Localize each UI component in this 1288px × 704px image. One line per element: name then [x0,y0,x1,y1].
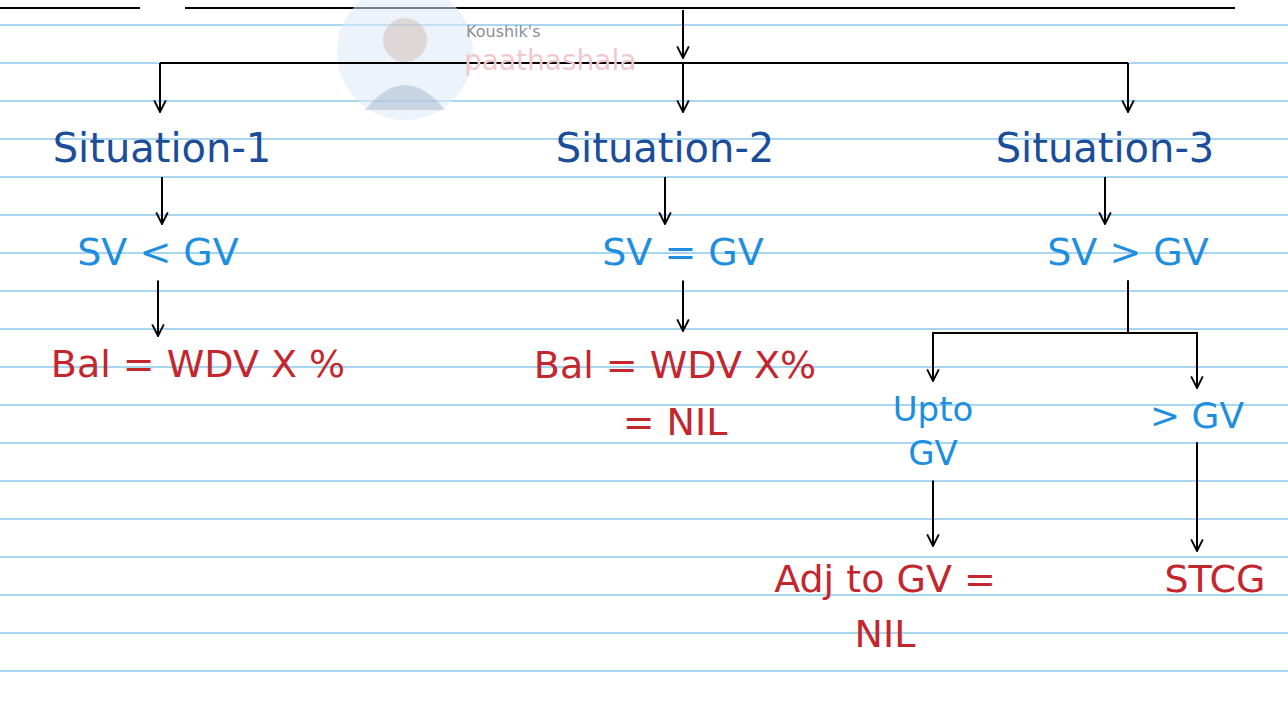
situation-heading: Situation-3 [992,122,1219,174]
watermark-avatar [383,18,427,62]
arrow-connector [1104,177,1106,224]
node-text: SV > GV [1047,230,1209,274]
node-text: Upto GV [893,389,974,473]
result-text: Bal = WDV X% = NIL [525,335,825,453]
result-text: STCG [1160,555,1269,605]
arrow-connector [1128,281,1197,388]
split-arrow [159,63,161,112]
node-text: STCG [1164,557,1265,601]
arrow-connector [933,281,1128,381]
node-text: Bal = WDV X% = NIL [534,343,816,444]
result-text: Adj to GV = NIL [765,550,1005,664]
condition-text: SV = GV [598,228,768,278]
split-arrow [682,63,684,112]
split-line [160,62,1128,64]
node-text: SV < GV [77,230,239,274]
node-text: Bal = WDV X % [51,342,345,386]
condition-text: Upto GV [868,385,998,477]
watermark-avatar [337,0,473,120]
split-arrow [1127,63,1129,112]
result-text: Bal = WDV X % [47,340,349,390]
node-text: SV = GV [602,230,764,274]
condition-text: SV < GV [73,228,243,278]
node-text: Situation-3 [996,125,1215,171]
watermark-avatar [365,85,445,110]
condition-text: > GV [1146,392,1248,439]
arrow-connector [157,281,159,336]
condition-text: SV > GV [1043,228,1213,278]
watermark-text: paathashala [464,44,636,77]
heading-underline [0,7,140,9]
arrow-connector [932,480,934,546]
watermark-text: Koushik's [466,22,541,41]
node-text: > GV [1150,395,1244,436]
arrow-connector [1196,442,1198,551]
situation-heading: Situation-2 [552,122,779,174]
node-text: Adj to GV = NIL [774,557,996,656]
split-arrow [682,10,684,58]
arrow-connector [664,177,666,224]
situation-heading: Situation-1 [49,122,276,174]
arrow-connector [161,177,163,224]
node-text: Situation-1 [53,125,272,171]
node-text: Situation-2 [556,125,775,171]
heading-underline [185,7,1235,9]
arrow-connector [682,281,684,331]
